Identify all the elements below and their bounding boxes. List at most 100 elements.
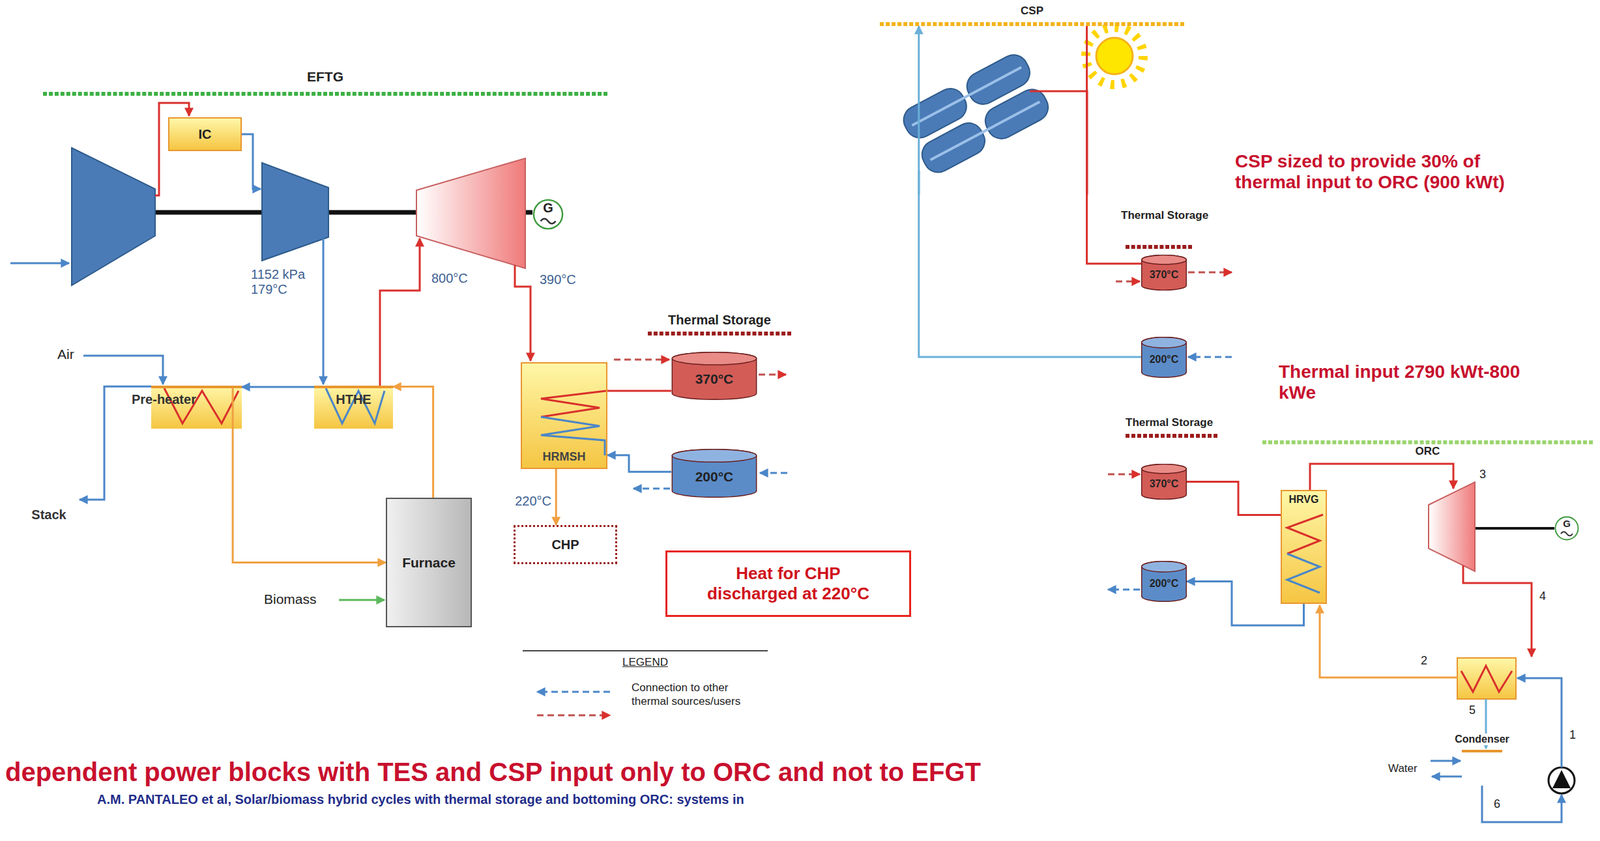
annotation: CSP sized to provide 30% of thermal inpu…: [1235, 151, 1509, 193]
citation: A.M. PANTALEO et al, Solar/biomass hybri…: [97, 792, 745, 808]
flow-line: [1517, 678, 1562, 768]
recuperator: [1457, 658, 1516, 700]
hrvg-box: HRVG: [1280, 490, 1327, 605]
cold-tank: 200°C: [671, 449, 758, 498]
node-label: CHP: [551, 537, 579, 553]
dashed-arrow: [633, 488, 670, 491]
coil: [540, 417, 605, 456]
dashed-arrow: [758, 374, 786, 377]
pump: [1548, 767, 1575, 794]
csp-group: CSP: [879, 22, 1185, 27]
flow-line: [379, 238, 420, 386]
annotation: 1152 kPa 179°C: [250, 267, 317, 298]
flow-line: [514, 265, 531, 362]
flow-line: [1319, 605, 1458, 678]
annotation: Water: [1388, 762, 1418, 776]
annotation: 1: [1569, 728, 1576, 743]
collectors: [898, 50, 1054, 178]
flow-line: [1463, 565, 1532, 657]
inlet-arrow: [10, 262, 70, 265]
legend-text: Connection to other thermal sources/user…: [631, 681, 766, 710]
biomass-arrow: [338, 599, 385, 602]
storage-group: Thermal Storage370°C200°C: [1125, 245, 1193, 249]
node-heading: Thermal Storage: [1120, 209, 1209, 223]
node-label: 200°C: [1149, 349, 1179, 366]
coil: [540, 391, 607, 418]
intercooler-box: IC: [168, 117, 242, 152]
orc-group: ORCHRVGGCondenser: [1262, 440, 1593, 445]
generator-symbol: G: [532, 198, 564, 231]
storage-group: Thermal Storage370°C200°C: [647, 331, 792, 336]
turbine: [1428, 482, 1475, 572]
node-label: HRVG: [1289, 494, 1320, 506]
flow-line: [1309, 464, 1454, 491]
flow-line: [241, 134, 261, 190]
heat-exchanger-fill: [151, 385, 242, 429]
dashed-arrow: [1115, 280, 1140, 283]
node-label: 200°C: [695, 462, 734, 485]
dashed-arrow: [1107, 473, 1140, 476]
annotation: 5: [1469, 703, 1476, 718]
node-heading: HTHE: [302, 392, 405, 408]
annotation: Biomass: [263, 591, 317, 608]
hot-tank: 370°C: [1141, 254, 1187, 291]
node-label: 200°C: [1149, 574, 1179, 590]
annotation: Air: [57, 346, 75, 363]
coil: [1461, 666, 1513, 693]
slide-title: dependent power blocks with TES and CSP …: [5, 757, 981, 788]
chp-box: CHP: [513, 525, 618, 565]
hthe-box: HTHE: [314, 385, 393, 389]
flow-line: [322, 238, 325, 385]
node-label: IC: [198, 127, 212, 143]
condenser-box: Condenser: [1461, 750, 1503, 753]
air-line: [83, 355, 163, 385]
legend-sample: [537, 714, 611, 717]
legend-box: LEGENDConnection to other thermal source…: [522, 650, 768, 652]
dashed-arrow: [1188, 356, 1232, 359]
callout-box: Heat for CHP discharged at 220°C: [665, 550, 912, 618]
annotation: 6: [1493, 797, 1501, 812]
cold-tank: 200°C: [1141, 561, 1187, 603]
sun: [1096, 37, 1133, 75]
flow-line: [1029, 91, 1088, 195]
annotation: 390°C: [539, 272, 577, 288]
node-heading: Thermal Storage: [636, 312, 803, 328]
flow-connector: [1087, 26, 1142, 264]
flow-connector: [607, 455, 672, 473]
compressor: [71, 147, 156, 286]
node-label: Heat for CHP discharged at 220°C: [690, 563, 887, 605]
coil: [1287, 553, 1320, 594]
annotation: 800°C: [431, 271, 468, 287]
node-heading: Thermal Storage: [1125, 416, 1213, 430]
dashed-arrow: [1107, 589, 1140, 592]
node-heading: EFTG: [44, 69, 606, 85]
storage-connections: [537, 272, 1232, 716]
hot-tank: 370°C: [1141, 464, 1187, 500]
node-heading: Stack: [0, 507, 100, 523]
node-heading: CSP: [881, 4, 1183, 18]
node-label: HRMSH: [542, 450, 586, 465]
flow-connector: [241, 386, 315, 389]
node-heading: LEGEND: [523, 656, 768, 670]
node-heading: ORC: [1264, 445, 1591, 459]
flow-connector: [607, 389, 672, 392]
flow-line: [1482, 785, 1562, 823]
node-heading: Pre-heater: [131, 392, 197, 408]
annotation: 4: [1539, 589, 1546, 604]
node-label: 370°C: [695, 364, 734, 388]
node-label: 370°C: [1149, 474, 1179, 491]
annotation: 3: [1479, 467, 1486, 482]
orc-machines: [1280, 464, 1575, 823]
csp-field: [898, 27, 1144, 195]
dashed-arrow: [613, 359, 670, 362]
furnace-box: Furnace: [385, 497, 472, 628]
flow-connector: [555, 469, 558, 526]
flow-connector: [392, 387, 434, 498]
eftg-group: EFTGICG: [43, 91, 608, 96]
water-line: [1431, 776, 1462, 779]
flow-connector: [918, 26, 1142, 358]
generator-symbol: G: [1554, 516, 1580, 541]
annotation: Thermal input 2790 kWt-800 kWe: [1278, 361, 1540, 404]
